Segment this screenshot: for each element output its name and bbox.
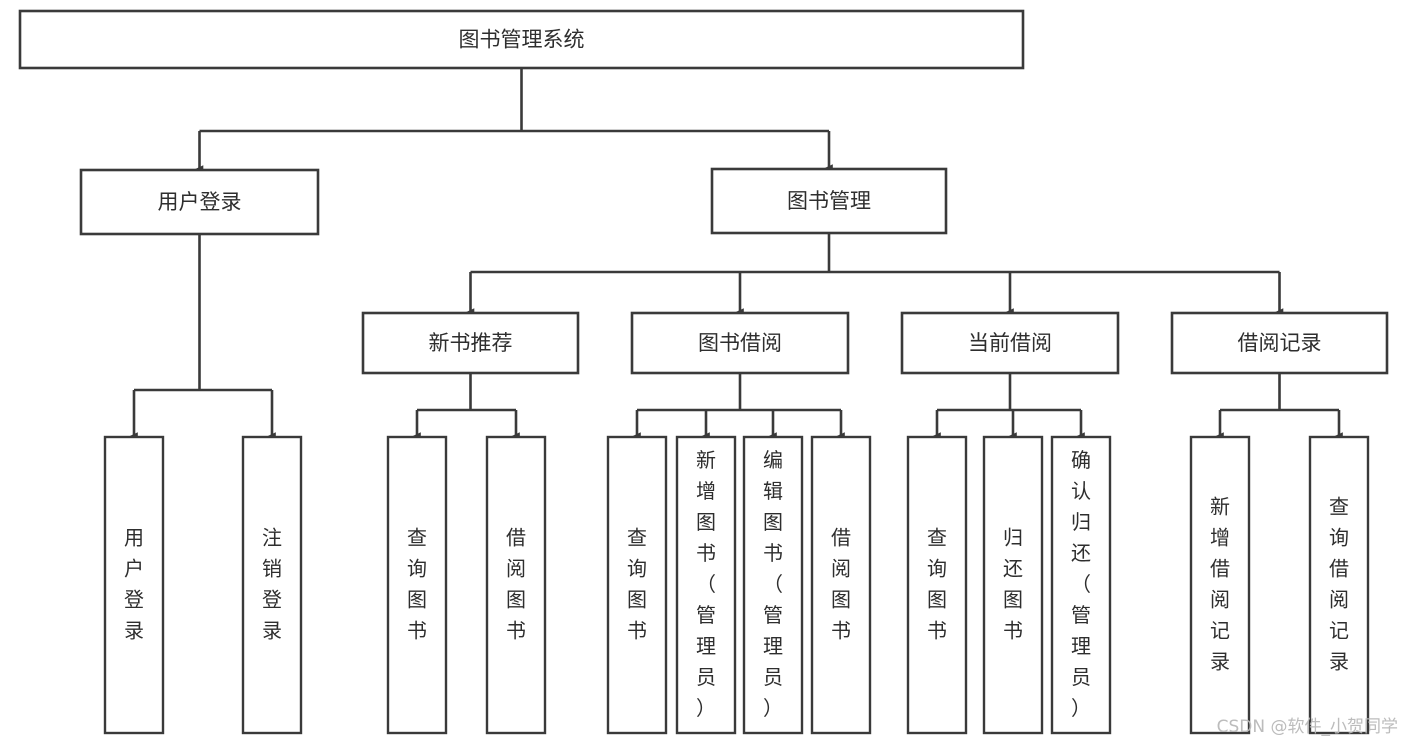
node-label-book-borrow: 图书借阅 — [698, 331, 782, 355]
node-label-leaf-return-book: 归还图书 — [1003, 525, 1023, 642]
csdn-watermark: CSDN @软件_小贺同学 — [1217, 717, 1398, 737]
node-root[interactable]: 图书管理系统 — [18, 9, 1025, 70]
node-leaf-add-borrow-record[interactable]: 新增借阅记录 — [1189, 435, 1251, 735]
node-label-leaf-query-borrow-record: 查询借阅记录 — [1329, 494, 1349, 673]
node-boxes: 图书管理系统用户登录图书管理新书推荐图书借阅当前借阅借阅记录用户登录注销登录查询… — [18, 9, 1389, 735]
node-leaf-confirm-return[interactable]: 确认归还（管理员） — [1050, 435, 1112, 735]
node-user-login[interactable]: 用户登录 — [79, 168, 320, 236]
node-label-leaf-query-book-current: 查询图书 — [927, 525, 947, 642]
node-label-borrow-record: 借阅记录 — [1238, 331, 1322, 355]
node-leaf-return-book[interactable]: 归还图书 — [982, 435, 1044, 735]
node-label-user-login: 用户登录 — [158, 190, 242, 214]
node-box-leaf-add-book — [675, 435, 737, 735]
node-label-leaf-borrow-book: 借阅图书 — [831, 525, 851, 642]
node-leaf-borrow-book-rec[interactable]: 借阅图书 — [485, 435, 547, 735]
node-box-new-book-rec — [361, 311, 580, 375]
node-box-leaf-query-book-current — [906, 435, 968, 735]
node-book-borrow[interactable]: 图书借阅 — [630, 311, 850, 375]
node-label-new-book-rec: 新书推荐 — [429, 331, 513, 355]
node-label-book-manage: 图书管理 — [787, 189, 871, 213]
node-box-leaf-query-book-borrow — [606, 435, 668, 735]
node-leaf-query-book-current[interactable]: 查询图书 — [906, 435, 968, 735]
node-leaf-add-book[interactable]: 新增图书（管理员） — [675, 435, 737, 735]
node-label-current-borrow: 当前借阅 — [968, 331, 1052, 355]
connector-lines — [129, 68, 1343, 440]
node-label-root: 图书管理系统 — [459, 28, 585, 52]
node-current-borrow[interactable]: 当前借阅 — [900, 311, 1120, 375]
node-box-root — [18, 9, 1025, 70]
node-box-leaf-borrow-book-rec — [485, 435, 547, 735]
node-label-leaf-logout-login: 注销登录 — [262, 525, 282, 642]
node-leaf-query-book-rec[interactable]: 查询图书 — [386, 435, 448, 735]
node-box-leaf-add-borrow-record — [1189, 435, 1251, 735]
node-box-user-login — [79, 168, 320, 236]
node-borrow-record[interactable]: 借阅记录 — [1170, 311, 1389, 375]
node-box-current-borrow — [900, 311, 1120, 375]
node-box-leaf-confirm-return — [1050, 435, 1112, 735]
node-leaf-logout-login[interactable]: 注销登录 — [241, 435, 303, 735]
node-leaf-user-login[interactable]: 用户登录 — [103, 435, 165, 735]
node-box-leaf-return-book — [982, 435, 1044, 735]
node-box-leaf-edit-book — [742, 435, 804, 735]
node-label-leaf-add-book: 新增图书（管理员） — [696, 448, 716, 720]
node-leaf-borrow-book[interactable]: 借阅图书 — [810, 435, 872, 735]
node-box-book-borrow — [630, 311, 850, 375]
node-label-leaf-user-login: 用户登录 — [124, 525, 144, 642]
node-label-leaf-query-book-borrow: 查询图书 — [627, 525, 647, 642]
node-box-leaf-borrow-book — [810, 435, 872, 735]
node-box-leaf-user-login — [103, 435, 165, 735]
node-label-leaf-borrow-book-rec: 借阅图书 — [506, 525, 526, 642]
node-box-leaf-query-book-rec — [386, 435, 448, 735]
node-new-book-rec[interactable]: 新书推荐 — [361, 311, 580, 375]
node-box-leaf-query-borrow-record — [1308, 435, 1370, 735]
node-box-book-manage — [710, 167, 948, 235]
node-box-leaf-logout-login — [241, 435, 303, 735]
node-book-manage[interactable]: 图书管理 — [710, 167, 948, 235]
node-label-leaf-confirm-return: 确认归还（管理员） — [1071, 448, 1091, 720]
node-label-leaf-add-borrow-record: 新增借阅记录 — [1210, 494, 1230, 673]
node-label-leaf-query-book-rec: 查询图书 — [407, 525, 427, 642]
node-leaf-edit-book[interactable]: 编辑图书（管理员） — [742, 435, 804, 735]
node-leaf-query-borrow-record[interactable]: 查询借阅记录 — [1308, 435, 1370, 735]
node-leaf-query-book-borrow[interactable]: 查询图书 — [606, 435, 668, 735]
node-box-borrow-record — [1170, 311, 1389, 375]
node-label-leaf-edit-book: 编辑图书（管理员） — [763, 448, 783, 720]
